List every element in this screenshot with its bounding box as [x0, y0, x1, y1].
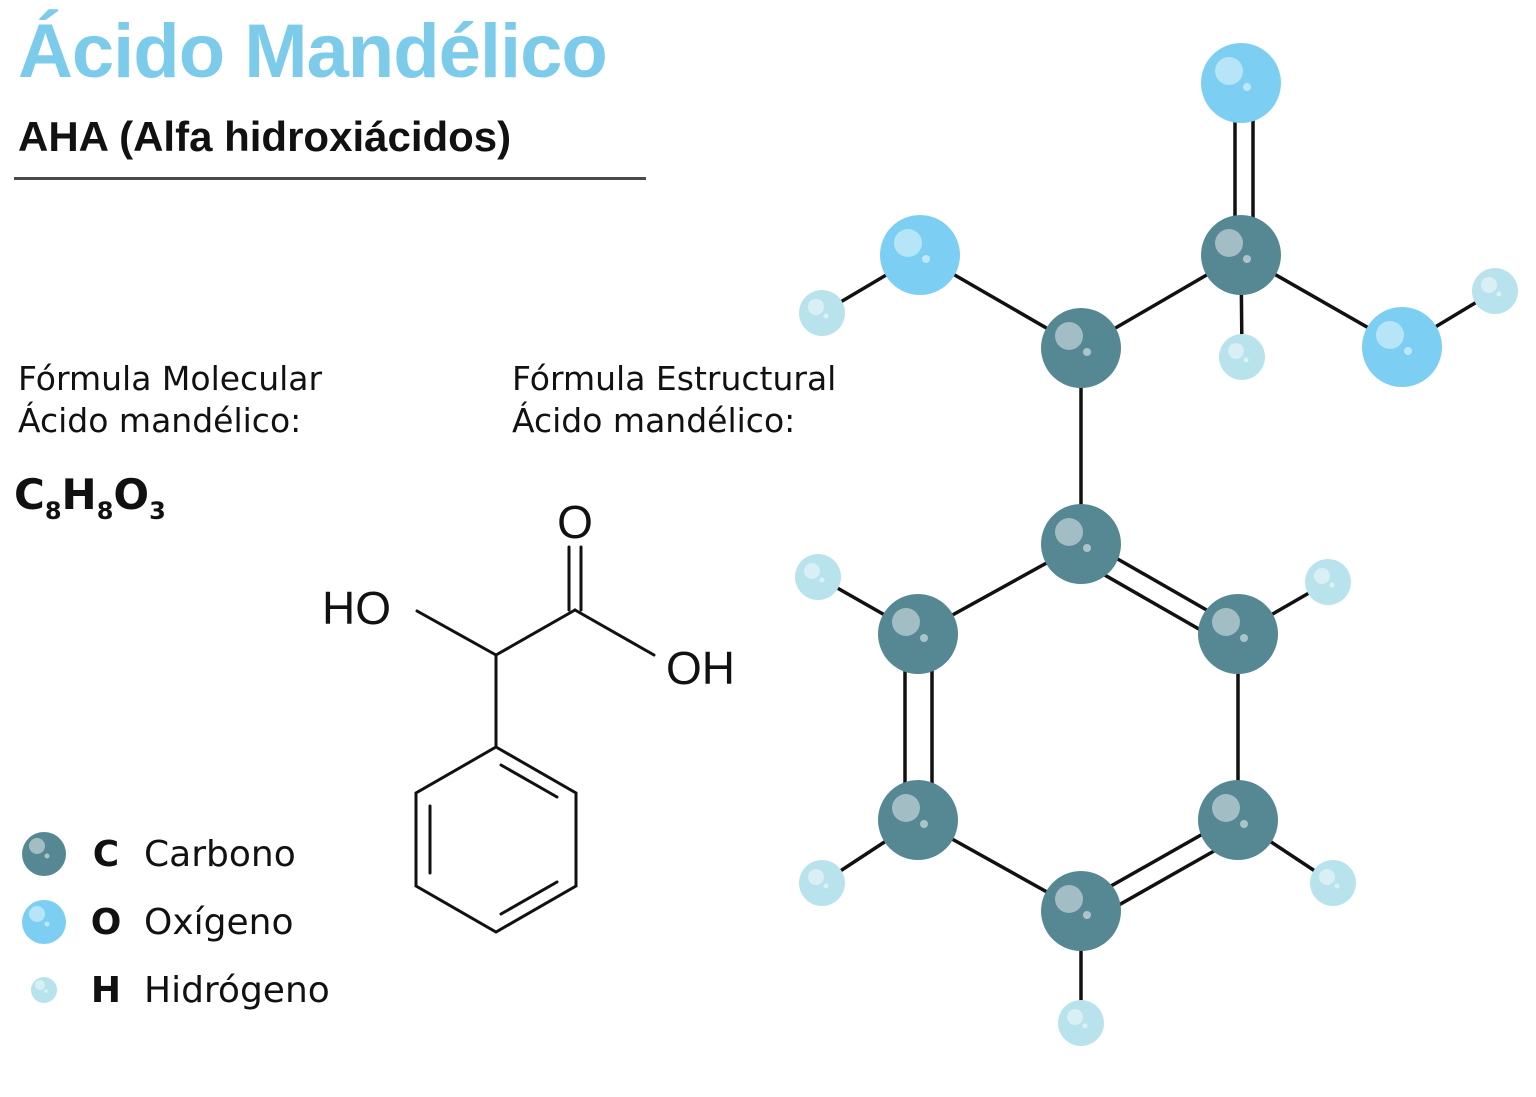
hydrogen-atom: [799, 860, 845, 906]
molecular-formula-label-line2: Ácido mandélico:: [18, 401, 302, 440]
carbon-atom: [1198, 780, 1278, 860]
molecular-formula: C8H8O3: [14, 470, 166, 525]
oxygen-atom: [1362, 307, 1442, 387]
carbon-atom: [878, 594, 958, 674]
hydrogen-atom: [1310, 860, 1356, 906]
legend-item-hydrogen: H Hidrógeno: [14, 956, 330, 1024]
legend-name: Oxígeno: [144, 901, 294, 943]
formula-element-c: C: [14, 470, 45, 519]
legend-symbol: C: [92, 833, 120, 875]
structural-formula-label-line1: Fórmula Estructural: [512, 359, 837, 398]
formula-count-h: 8: [96, 497, 114, 525]
carbon-atom: [1201, 215, 1281, 295]
molecular-formula-heading: Fórmula Molecular Ácido mandélico:: [18, 358, 322, 442]
hydroxyl-left-label: HO: [322, 582, 391, 634]
legend-name: Carbono: [144, 833, 296, 875]
legend-name: Hidrógeno: [144, 969, 330, 1011]
page-subtitle: AHA (Alfa hidroxiácidos): [18, 113, 512, 160]
legend-item-carbon: C Carbono: [14, 820, 330, 888]
hydrogen-atom: [799, 290, 845, 336]
carbon-atom: [1041, 504, 1121, 584]
hydrogen-atom: [1219, 334, 1265, 380]
formula-element-o: O: [113, 470, 150, 519]
hydroxyl-right-label: OH: [666, 642, 735, 694]
carbon-atom: [1041, 308, 1121, 388]
legend-item-oxygen: O Oxígeno: [14, 888, 330, 956]
hydrogen-atom: [795, 554, 841, 600]
carbon-atom: [878, 780, 958, 860]
formula-count-o: 3: [149, 497, 166, 525]
formula-element-h: H: [61, 470, 97, 519]
atom-legend: C Carbono O Oxígeno H Hidrógeno: [14, 820, 330, 1024]
formula-count-c: 8: [44, 497, 62, 525]
oxygen-atom: [880, 215, 960, 295]
molecular-formula-label-line1: Fórmula Molecular: [18, 359, 323, 398]
carbon-atom: [1041, 871, 1121, 951]
legend-symbol: O: [90, 901, 122, 943]
oxygen-ball-icon: [14, 899, 74, 945]
title-divider: [14, 177, 646, 180]
hydrogen-atom: [1472, 268, 1518, 314]
page-title: Ácido Mandélico: [18, 9, 608, 94]
hydrogen-ball-icon: [14, 975, 74, 1005]
hydrogen-atom: [1305, 559, 1351, 605]
hydrogen-atom: [1058, 1000, 1104, 1046]
structural-formula-heading: Fórmula Estructural Ácido mandélico:: [512, 358, 836, 442]
carbon-atom: [1198, 594, 1278, 674]
oxygen-atom: [1201, 43, 1281, 123]
carbon-ball-icon: [14, 831, 74, 877]
carbonyl-oxygen-label: O: [557, 496, 593, 548]
legend-symbol: H: [90, 969, 122, 1011]
structural-formula-label-line2: Ácido mandélico:: [512, 401, 796, 440]
